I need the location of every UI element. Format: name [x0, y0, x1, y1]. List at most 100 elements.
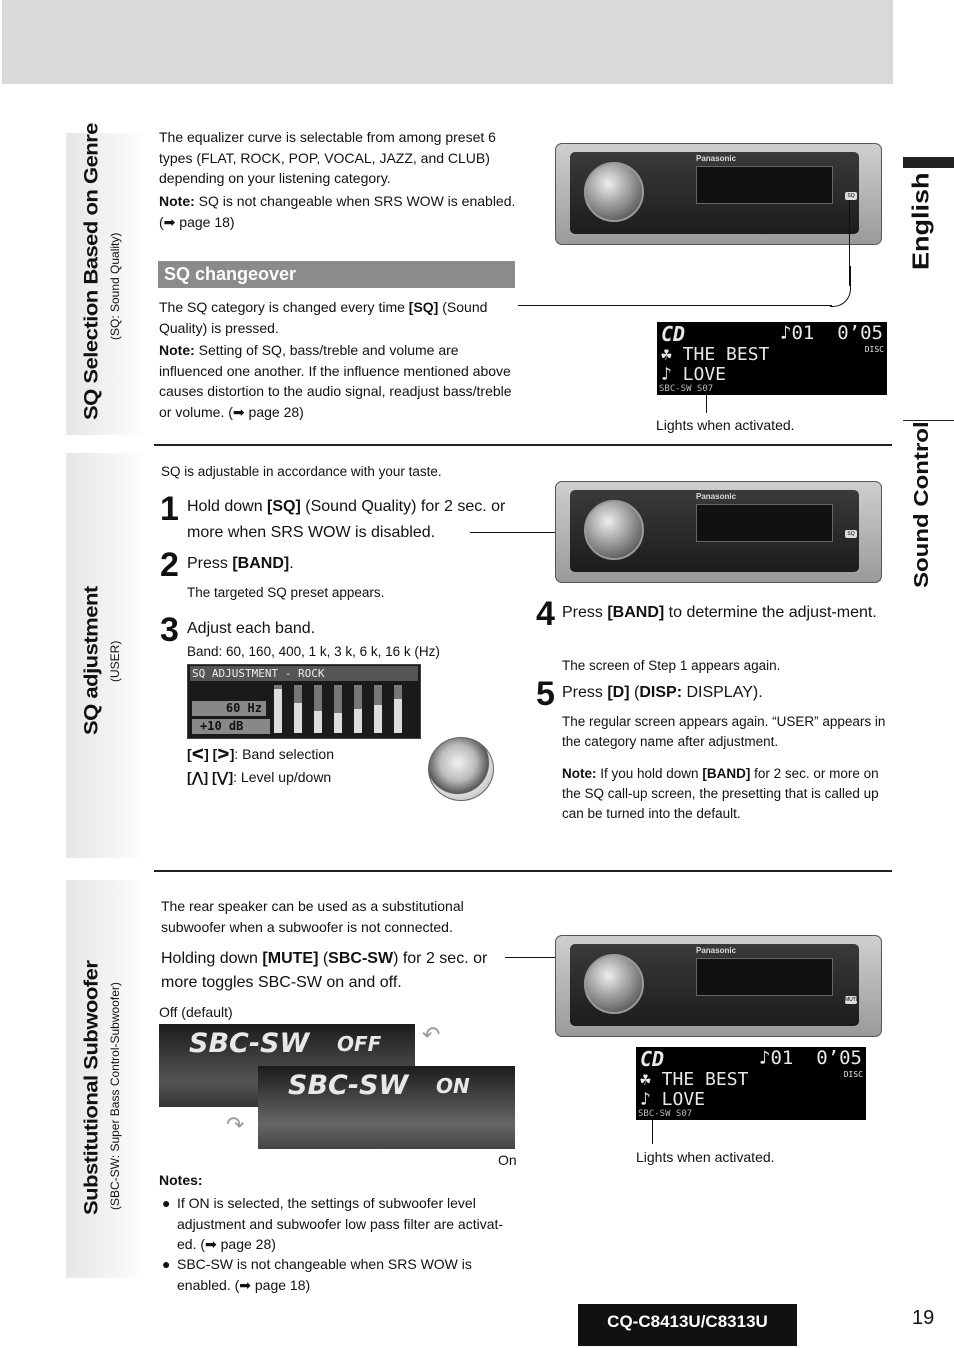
step5-post: DISPLAY). — [682, 684, 763, 701]
sound-control-divider — [903, 420, 954, 421]
callout-line — [652, 1120, 653, 1144]
genre-note: Note: SQ is not changeable when SRS WOW … — [159, 191, 519, 232]
adjust-note: Note: If you hold down [BAND] for 2 sec.… — [562, 764, 892, 824]
adjust-intro: SQ is adjustable in accordance with your… — [161, 464, 442, 479]
hold-pre: Holding down — [161, 950, 263, 967]
step5-sub: The regular screen appears again. “USER”… — [562, 714, 886, 749]
callout-line — [706, 395, 707, 413]
english-tab-label: English — [908, 172, 934, 270]
hold-key2: SBC-SW — [328, 950, 394, 967]
step-number: 4 — [536, 595, 555, 633]
unit-display — [696, 166, 833, 204]
changeover-key: [SQ] — [408, 299, 439, 315]
level-label: : Level up/down — [233, 769, 332, 785]
step2-post: . — [289, 555, 294, 572]
changeover-text: The SQ category is changed every time [S… — [159, 297, 519, 338]
step-number: 1 — [160, 490, 179, 528]
level-line: [⋀] [⋁]: Level up/down — [187, 767, 331, 788]
lcd-line2: ☘ THE BEST — [661, 344, 770, 365]
step4-sub: The screen of Step 1 appears again. — [562, 658, 781, 673]
step2-text: Press [BAND]. — [187, 551, 294, 577]
lcd-track-time: ♪01 0’05 — [780, 322, 883, 344]
lcd-track: ♪01 — [780, 322, 815, 344]
unit-sq-button: SQ — [845, 530, 857, 538]
hold-mid: ( — [318, 950, 329, 967]
step3-sub: Band: 60, 160, 400, 1 k, 3 k, 6 k, 16 k … — [187, 644, 440, 659]
step1-text: Hold down [SQ] (Sound Quality) for 2 sec… — [187, 494, 507, 546]
sbc-on-state: ON — [436, 1074, 470, 1098]
hold-key: [MUTE] — [262, 950, 319, 967]
genre-note2: Note: Setting of SQ, bass/treble and vol… — [159, 340, 521, 422]
eq-freq: 60 Hz — [192, 701, 266, 716]
section-divider — [154, 444, 892, 446]
lcd-source: CD — [661, 322, 686, 346]
step5-mid: ( — [629, 684, 640, 701]
genre-note-label: Note: — [159, 193, 195, 209]
lcd-line2: ☘ THE BEST — [640, 1069, 749, 1090]
note-bullet-icon: ● — [162, 1256, 171, 1272]
unit-sq-button: SQ — [845, 192, 857, 200]
callout-line — [849, 200, 850, 286]
unit-display — [696, 504, 833, 542]
lcd-time: 0’05 — [837, 322, 883, 344]
step2-pre: Press — [187, 555, 233, 572]
off-caption: Off (default) — [159, 1004, 233, 1020]
page-number: 19 — [912, 1307, 935, 1329]
on-caption: On — [498, 1152, 517, 1168]
changeover-pre: The SQ category is changed every time — [159, 299, 409, 315]
callout-line — [518, 305, 832, 306]
genre-section-title: SQ Selection Based on Genre — [79, 122, 102, 420]
changeover-post: (Sound Quality) is pressed. — [159, 299, 488, 336]
step5-key2: DISP: — [639, 684, 683, 701]
subwoofer-intro: The rear speaker can be used as a substi… — [161, 898, 464, 935]
unit-mute-button: MUTE — [845, 996, 860, 1004]
step1-post: (Sound Quality) for 2 sec. or more when … — [187, 498, 506, 541]
step3-text: Adjust each band. — [187, 620, 316, 637]
step2-sub: The targeted SQ preset appears. — [187, 585, 385, 600]
step5-pre: Press — [562, 684, 608, 701]
band-label: : Band selection — [234, 746, 334, 762]
genre-side-tab — [66, 133, 146, 435]
volume-knob-icon — [584, 162, 644, 222]
adjust-side-tab — [66, 453, 146, 858]
section-divider — [154, 870, 892, 872]
eq-screen: SQ ADJUSTMENT - ROCK 60 Hz +10 dB — [187, 664, 421, 739]
adjust-note-key: [BAND] — [702, 766, 751, 781]
lcd-disc: DISC — [864, 345, 884, 354]
step4-post: to determine the adjust-ment. — [664, 604, 877, 621]
lcd-display: CD ♪01 0’05 ☘ THE BEST DISC ♪ LOVE SBC-S… — [657, 322, 887, 395]
head-unit-image: Panasonic MUTE — [555, 935, 882, 1037]
adjust-note-label: Note: — [562, 766, 597, 781]
unit-brand: Panasonic — [696, 946, 737, 955]
lcd-indicator: SBC-SW S07 — [638, 1109, 693, 1119]
eq-level: +10 dB — [192, 719, 270, 734]
volume-knob-icon — [584, 500, 644, 560]
step-number: 2 — [160, 546, 179, 584]
unit-display — [696, 958, 833, 996]
sbc-on-screen: SBC-SW ON — [258, 1066, 515, 1149]
subwoofer-side-tab — [66, 880, 146, 1278]
step2-key: [BAND] — [232, 555, 290, 572]
genre-note2-text: Setting of SQ, bass/treble and volume ar… — [159, 342, 512, 420]
hold-post: ) for 2 sec. or more toggles SBC-SW on a… — [161, 950, 488, 991]
subwoofer-hold-text: Holding down [MUTE] (SBC-SW) for 2 sec. … — [161, 947, 506, 995]
lights-caption: Lights when activated. — [656, 417, 795, 433]
genre-section-subtitle: (SQ: Sound Quality) — [108, 232, 122, 340]
step1-pre: Hold down — [187, 498, 268, 515]
unit-brand: Panasonic — [696, 154, 737, 163]
notes-label: Notes: — [159, 1172, 203, 1188]
step5-text: Press [D] (DISP: DISPLAY). — [562, 680, 763, 706]
toggle-arrow-icon: ↶ — [422, 1022, 441, 1047]
genre-note-text: SQ is not changeable when SRS WOW is ena… — [159, 193, 516, 230]
lcd-line3: ♪ LOVE — [640, 1089, 706, 1110]
lcd-time: 0’05 — [816, 1047, 862, 1069]
head-unit-image: Panasonic SQ — [555, 143, 882, 245]
english-tab-bar — [903, 157, 954, 168]
subwoofer-section-subtitle: (SBC-SW: Super Bass Control-Subwoofer) — [108, 982, 122, 1210]
lcd-line3: ♪ LOVE — [661, 364, 727, 385]
adjust-section-title: SQ adjustment — [79, 586, 102, 735]
step4-key: [BAND] — [607, 604, 665, 621]
genre-intro: The equalizer curve is selectable from a… — [159, 129, 496, 186]
step-number: 5 — [536, 675, 555, 713]
genre-note2-label: Note: — [159, 342, 195, 358]
